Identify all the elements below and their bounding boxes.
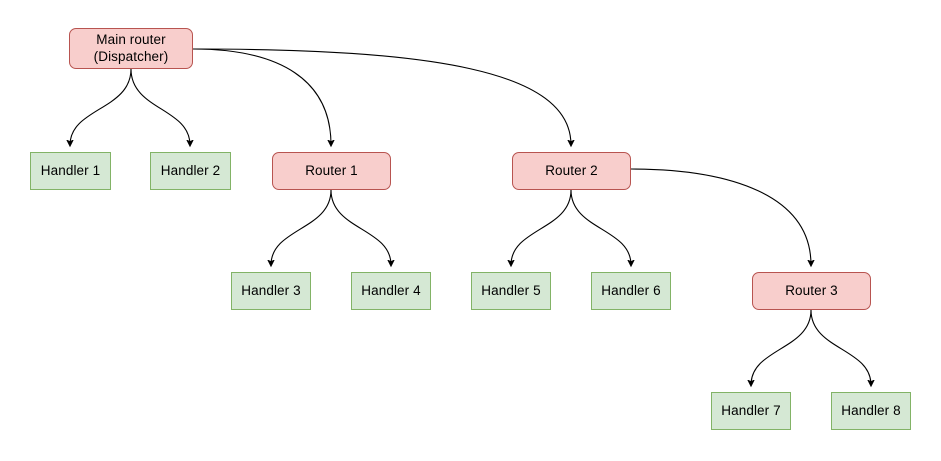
node-router-1[interactable]: Router 1 [272,152,391,190]
edge-main-router-to-router-2 [192,48,571,145]
node-label-handler-7: Handler 7 [721,402,781,418]
edge-main-router-to-router-1 [192,48,331,145]
node-label-handler-3: Handler 3 [241,282,301,298]
node-handler-1[interactable]: Handler 1 [30,152,111,190]
edge-main-router-to-handler-1 [70,68,132,145]
node-label-router-3: Router 3 [785,282,838,298]
node-label-handler-6: Handler 6 [601,282,661,298]
node-label-handler-4: Handler 4 [361,282,421,298]
node-label-handler-8: Handler 8 [841,402,901,418]
edge-router-3-to-handler-7 [751,309,812,385]
node-label-router-2: Router 2 [545,162,598,178]
edge-router-1-to-handler-3 [271,189,332,265]
node-handler-3[interactable]: Handler 3 [231,272,311,310]
edge-router-3-to-handler-8 [810,309,871,385]
node-label-router-1: Router 1 [305,162,358,178]
node-router-3[interactable]: Router 3 [752,272,871,310]
node-handler-2[interactable]: Handler 2 [150,152,231,190]
node-handler-7[interactable]: Handler 7 [711,392,791,430]
node-router-2[interactable]: Router 2 [512,152,631,190]
edge-main-router-to-handler-2 [130,68,190,145]
edge-router-1-to-handler-4 [330,189,391,265]
node-handler-5[interactable]: Handler 5 [471,272,551,310]
node-main-router[interactable]: Main router (Dispatcher) [69,28,193,69]
node-handler-6[interactable]: Handler 6 [591,272,671,310]
node-handler-4[interactable]: Handler 4 [351,272,431,310]
edge-router-2-to-handler-6 [570,189,631,265]
edge-router-2-to-router-3 [630,168,811,265]
edge-router-2-to-handler-5 [511,189,572,265]
node-label-main-router: Main router (Dispatcher) [93,31,169,64]
node-label-handler-2: Handler 2 [160,162,221,178]
node-label-handler-5: Handler 5 [481,282,541,298]
node-label-handler-1: Handler 1 [40,162,101,178]
node-handler-8[interactable]: Handler 8 [831,392,911,430]
